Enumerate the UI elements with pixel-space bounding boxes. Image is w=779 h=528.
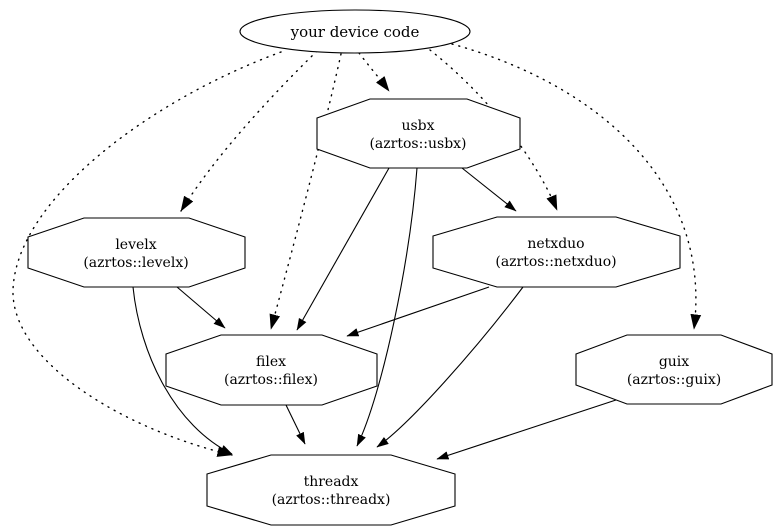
netxduo-subtitle: (azrtos::netxduo) [495, 254, 616, 270]
usbx-title: usbx [401, 118, 434, 134]
edge-usbx-threadx [356, 167, 418, 447]
edge-usbx-netxduo [461, 167, 517, 212]
node-guix: guix (azrtos::guix) [575, 334, 773, 405]
node-device-code: your device code [239, 9, 471, 54]
node-usbx: usbx (azrtos::usbx) [316, 98, 521, 169]
usbx-octagon [316, 98, 521, 169]
device-code-ellipse [239, 9, 471, 54]
edge-guix-threadx [436, 398, 620, 460]
edge-levelx-threadx [132, 286, 233, 455]
guix-subtitle: (azrtos::guix) [627, 372, 721, 388]
netxduo-title: netxduo [527, 236, 584, 252]
filex-subtitle: (azrtos::filex) [224, 372, 318, 388]
edge-filex-threadx [285, 404, 306, 445]
edge-devicecode-filex [269, 53, 342, 330]
filex-octagon [165, 334, 378, 406]
edge-netxduo-filex [346, 286, 490, 337]
edge-devicecode-usbx [358, 52, 390, 92]
edge-devicecode-levelx [180, 50, 318, 212]
levelx-subtitle: (azrtos::levelx) [83, 255, 188, 271]
edge-netxduo-threadx [376, 286, 524, 448]
usbx-subtitle: (azrtos::usbx) [369, 136, 466, 152]
node-netxduo: netxduo (azrtos::netxduo) [432, 216, 681, 288]
node-filex: filex (azrtos::filex) [165, 334, 378, 406]
filex-title: filex [256, 354, 286, 370]
device-code-label: your device code [290, 23, 420, 41]
netxduo-octagon [432, 216, 681, 288]
node-levelx: levelx (azrtos::levelx) [27, 217, 246, 288]
levelx-title: levelx [115, 237, 156, 253]
threadx-title: threadx [304, 474, 359, 490]
edge-usbx-filex [296, 167, 390, 331]
threadx-octagon [206, 454, 456, 526]
guix-title: guix [659, 354, 689, 370]
levelx-octagon [27, 217, 246, 288]
node-threadx: threadx (azrtos::threadx) [206, 454, 456, 526]
edge-devicecode-threadx [12, 51, 282, 457]
guix-octagon [575, 334, 773, 405]
threadx-subtitle: (azrtos::threadx) [272, 492, 391, 508]
edge-levelx-filex [176, 286, 226, 329]
